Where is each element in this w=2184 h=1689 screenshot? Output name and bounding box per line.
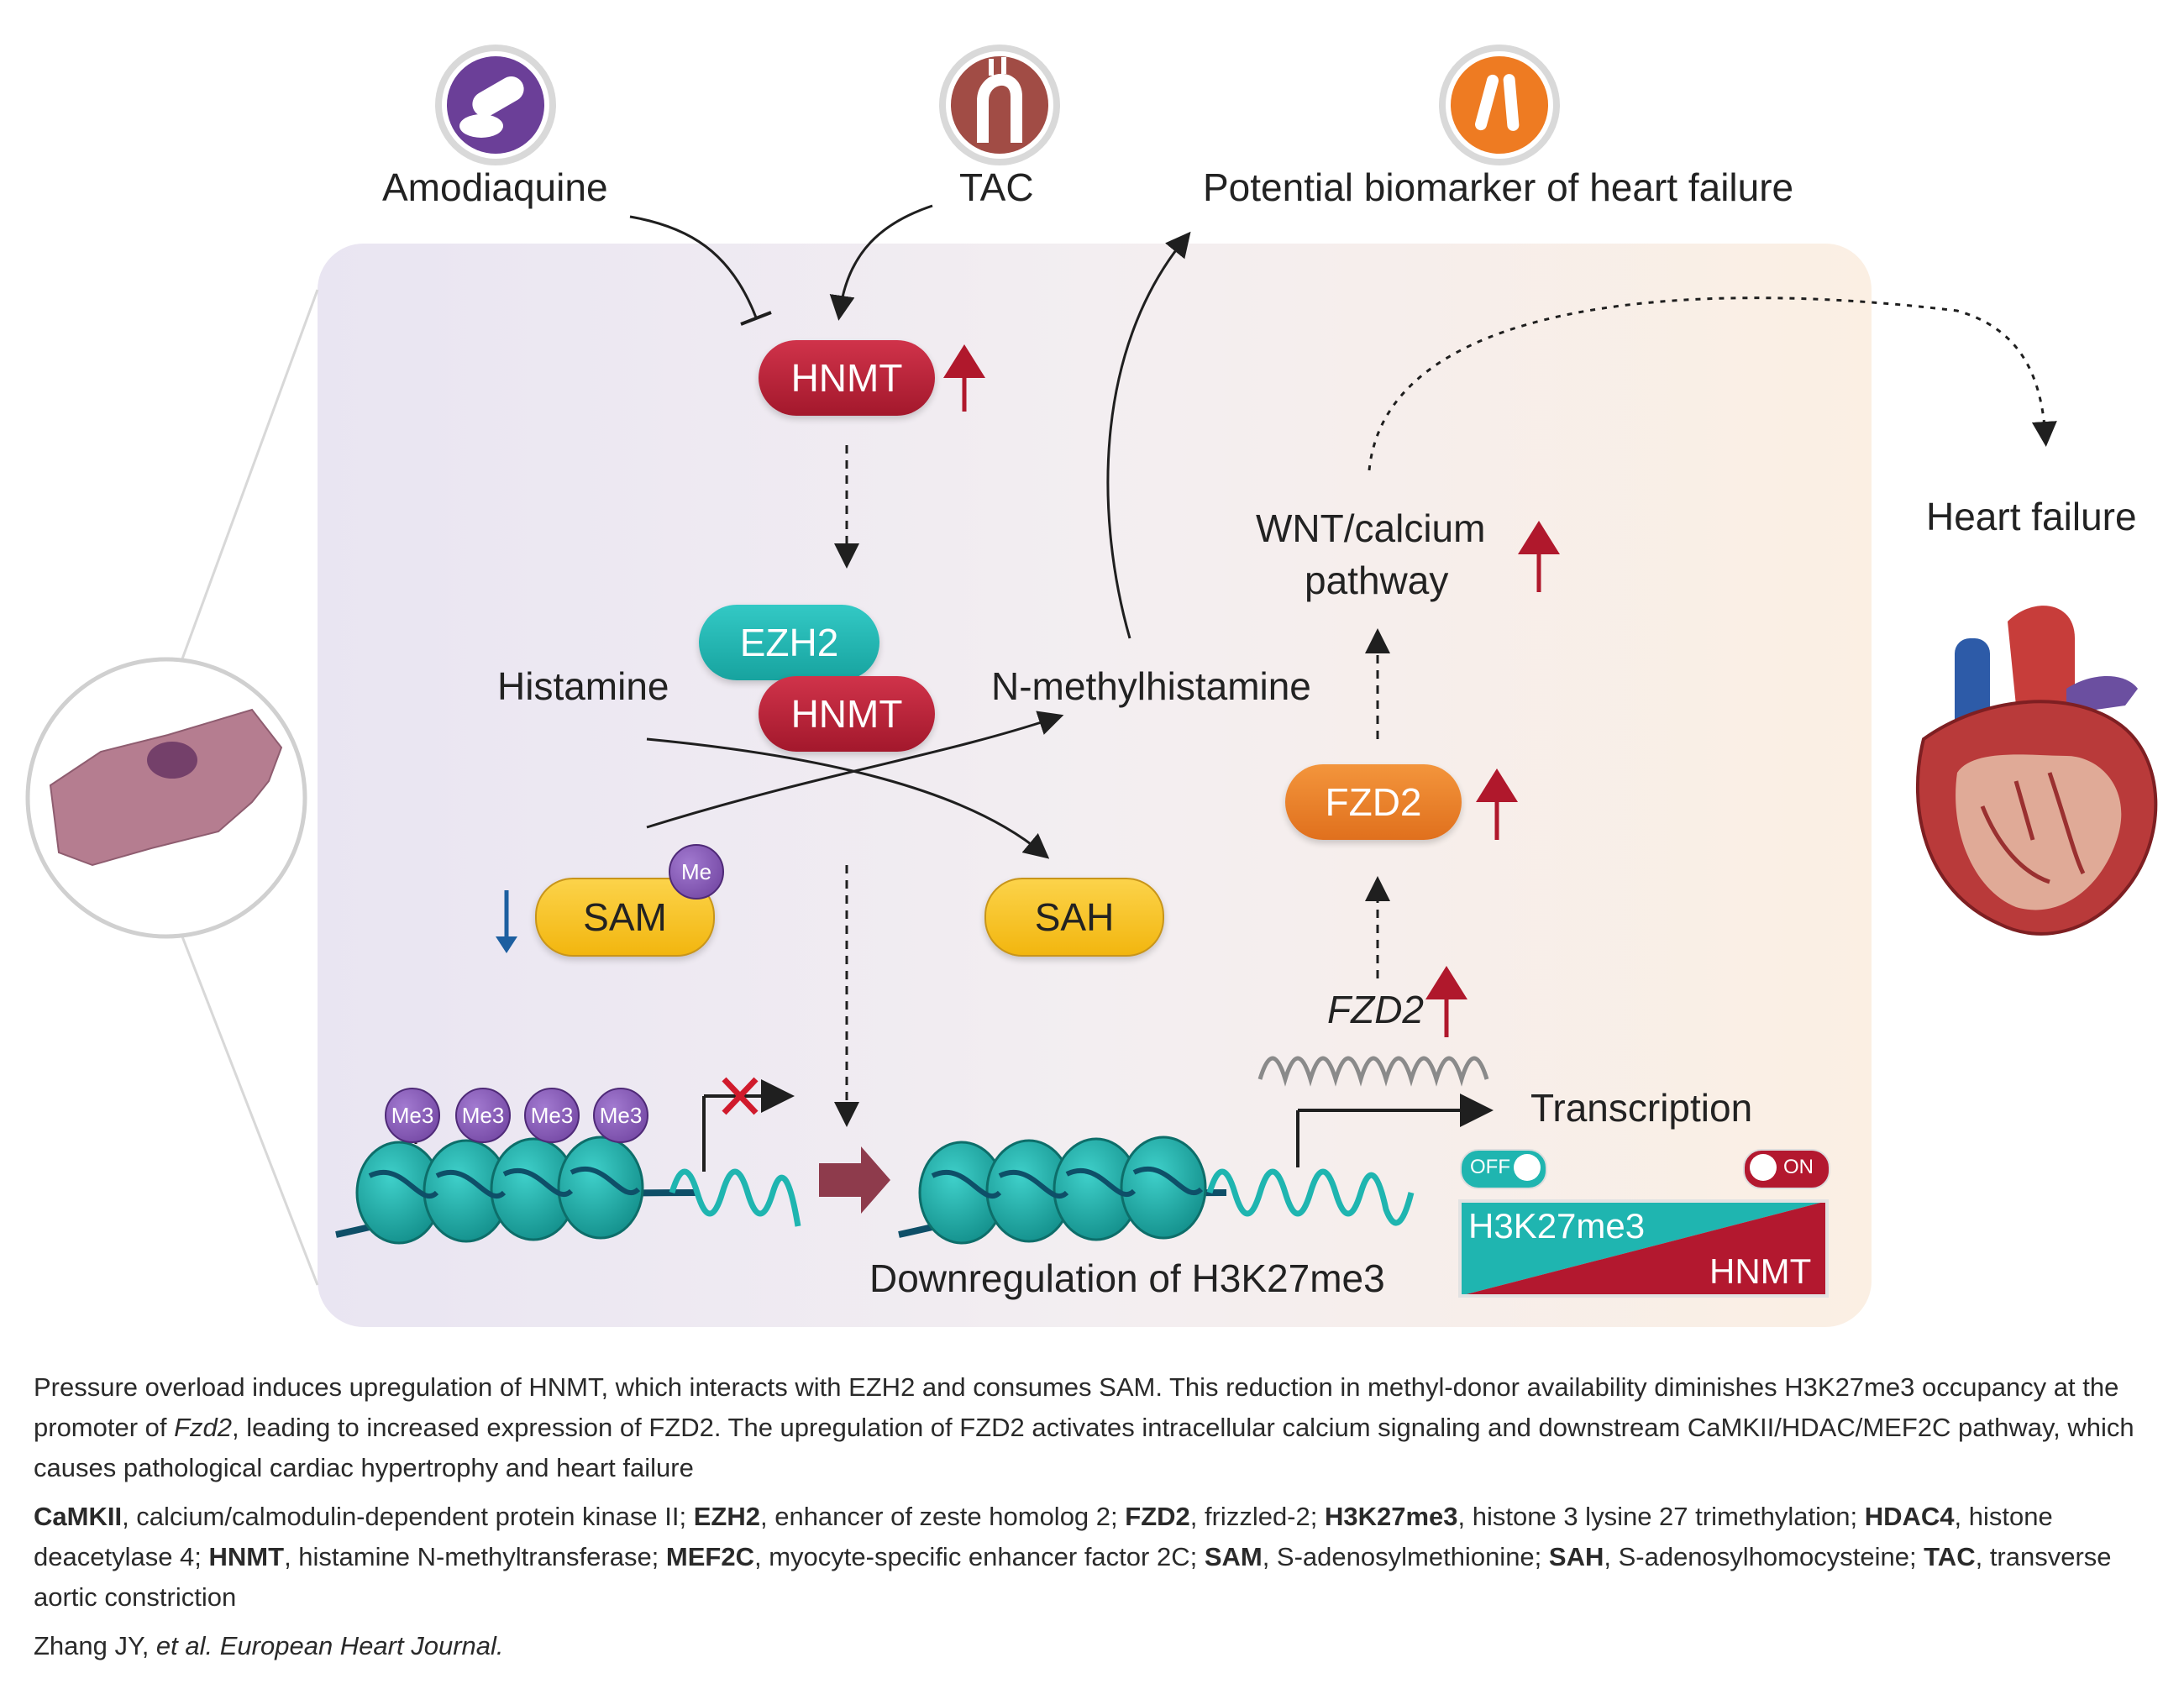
abbr-def: , S-adenosylhomocysteine; — [1604, 1542, 1924, 1571]
chromatin-active — [898, 1094, 1494, 1245]
mechanism-panel — [318, 244, 1872, 1327]
diagram-canvas — [25, 56, 2158, 1327]
citation: Zhang JY, et al. European Heart Journal. — [34, 1626, 2150, 1666]
to-biomarker-arrow — [1106, 231, 1191, 639]
zoom-line-bottom — [179, 931, 319, 1286]
abbr-term: MEF2C — [665, 1542, 754, 1571]
wnt-label-line1: WNT/calcium — [1256, 506, 1486, 550]
methyl-group-badge: Me — [669, 844, 724, 900]
abbr-term: TAC — [1924, 1542, 1976, 1571]
abbr-term: HNMT — [208, 1542, 285, 1571]
h3k27me3-off-toggle: OFF — [1460, 1149, 1547, 1189]
aorta-icon-ring — [939, 45, 1060, 165]
toggle-knob — [1750, 1154, 1777, 1181]
transition-arrow — [819, 1146, 890, 1214]
chromatin-repressed — [335, 1077, 801, 1245]
tac-arrow — [829, 204, 933, 321]
toggle-off-label: OFF — [1470, 1156, 1510, 1178]
test-tubes-icon-ring — [1439, 45, 1560, 165]
abbr-def: , histone 3 lysine 27 trimethylation; — [1457, 1502, 1865, 1531]
to-heart-failure-arrow — [1368, 296, 2057, 471]
histamine-to-sah-arrow — [646, 737, 1050, 859]
me3-badge: Me3 — [593, 1088, 648, 1143]
downregulation-label: Downregulation of H3K27me3 — [869, 1256, 1385, 1300]
abbr-def: , transverse aortic constriction — [34, 1542, 2112, 1612]
amodiaquine-label: Amodiaquine — [382, 165, 608, 209]
sah-pill: SAH — [984, 878, 1164, 957]
abbr-def: , frizzled-2; — [1189, 1502, 1325, 1531]
me3-badge: Me3 — [455, 1088, 511, 1143]
mrna-wave — [1257, 1056, 1489, 1087]
heart-failure-label: Heart failure — [1926, 495, 2137, 538]
pill-icon-ring — [435, 45, 556, 165]
abbr-term: EZH2 — [693, 1502, 760, 1531]
graphical-abstract: Amodiaquine TAC Potential biomarker of h… — [25, 45, 2158, 1327]
abbr-def: , myocyte-specific enhancer factor 2C; — [753, 1542, 1205, 1571]
summary-text-1: Pressure overload induces upregulation o… — [34, 1372, 2119, 1442]
summary-gene: Fzd2 — [174, 1413, 233, 1442]
inhibit-bar — [740, 311, 772, 326]
histamine-label: Histamine — [497, 664, 669, 708]
tac-label: TAC — [959, 165, 1034, 209]
summary-caption: Pressure overload induces upregulation o… — [34, 1367, 2150, 1488]
balance-wedge — [1458, 1199, 1829, 1298]
amodiaquine-inhibit-line — [629, 215, 758, 318]
wedge-h3k27me3-label: H3K27me3 — [1468, 1206, 1646, 1246]
abbreviations: CaMKII, calcium/calmodulin-dependent pro… — [34, 1497, 2150, 1618]
wnt-label-line2: pathway — [1305, 559, 1449, 602]
abbr-def: , histamine N-methyltransferase; — [284, 1542, 666, 1571]
abbr-term: FZD2 — [1125, 1502, 1190, 1531]
zoom-line-top — [179, 289, 319, 664]
cardiomyocyte-icon — [49, 708, 283, 867]
toggle-on-label: ON — [1783, 1156, 1814, 1178]
fzd2-pill: FZD2 — [1285, 764, 1462, 840]
me3-badge: Me3 — [385, 1088, 440, 1143]
abbr-def: , histone deacetylase 4; — [34, 1502, 2053, 1571]
toggle-knob — [1514, 1154, 1541, 1181]
transcription-label: Transcription — [1530, 1086, 1753, 1130]
hnmt-on-toggle: ON — [1743, 1149, 1830, 1189]
hnmt-complex-pill: HNMT — [759, 676, 935, 752]
abbr-term: HDAC4 — [1864, 1502, 1955, 1531]
hnmt-pill: HNMT — [759, 340, 935, 416]
abbr-term: CaMKII — [34, 1502, 123, 1531]
abbr-term: SAH — [1548, 1542, 1604, 1571]
fzd2-gene-label: FZD2 — [1327, 988, 1424, 1031]
wedge-hnmt-label: HNMT — [1709, 1251, 1812, 1291]
sam-to-nmethyl-arrow — [646, 711, 1064, 829]
abbr-term: SAM — [1204, 1542, 1263, 1571]
abbr-def: , enhancer of zeste homolog 2; — [759, 1502, 1126, 1531]
ezh2-pill: EZH2 — [699, 605, 879, 680]
abbr-def: , S-adenosylmethionine; — [1262, 1542, 1549, 1571]
citation-journal: et al. European Heart Journal. — [155, 1631, 504, 1660]
abbr-def: , calcium/calmodulin-dependent protein k… — [122, 1502, 694, 1531]
citation-author: Zhang JY, — [34, 1631, 156, 1660]
heart-icon — [1915, 606, 2158, 936]
abbr-term: H3K27me3 — [1324, 1502, 1458, 1531]
biomarker-label: Potential biomarker of heart failure — [1203, 165, 1794, 209]
me3-badge: Me3 — [524, 1088, 580, 1143]
n-methylhistamine-label: N-methylhistamine — [991, 664, 1311, 708]
summary-text-2: , leading to increased expression of FZD… — [34, 1413, 2134, 1482]
